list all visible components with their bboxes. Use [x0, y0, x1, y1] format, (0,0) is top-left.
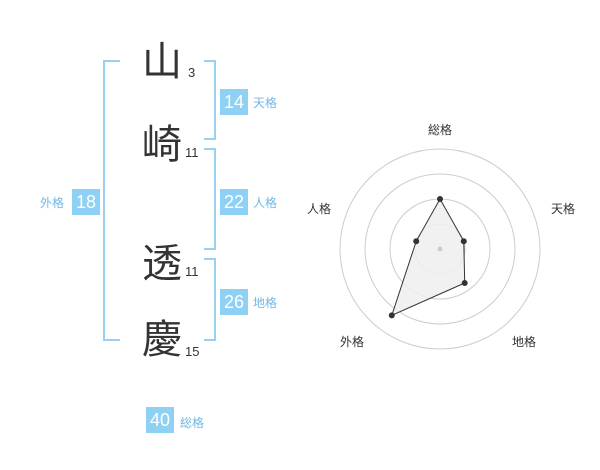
name-char-3: 透 — [142, 241, 182, 287]
radar-ring — [364, 173, 516, 325]
gaikaku-bracket — [103, 60, 120, 341]
radar-ring — [339, 148, 541, 350]
radar-series-polygon — [390, 197, 466, 317]
stroke-count-4: 15 — [185, 344, 200, 359]
radar-point-5 — [413, 238, 420, 245]
chikaku-bracket — [204, 258, 216, 341]
radar-axis-label-tenkaku: 天格 — [551, 202, 576, 216]
tenkaku-badge: 14 — [220, 89, 248, 115]
radar-axis-label-soukaku: 総格 — [428, 123, 453, 137]
radar-axis-label-gaikaku: 外格 — [340, 335, 365, 349]
gaikaku-label: 外格 — [40, 196, 65, 210]
stroke-count-2: 11 — [185, 145, 199, 160]
radar-point-2 — [460, 238, 467, 245]
soukaku-label: 総格 — [180, 416, 205, 430]
stroke-count-1: 3 — [188, 65, 196, 80]
radar-point-4 — [388, 312, 395, 319]
name-char-1: 山 — [142, 39, 182, 85]
jinkaku-badge: 22 — [220, 189, 248, 215]
jinkaku-bracket — [204, 148, 216, 250]
radar-center-dot — [437, 246, 443, 252]
name-char-4: 慶 — [142, 317, 182, 363]
gaikaku-badge: 18 — [72, 189, 100, 215]
chikaku-badge: 26 — [220, 289, 248, 315]
tenkaku-bracket — [204, 60, 216, 140]
radar-axis-label-chikaku: 地格 — [512, 335, 537, 349]
chikaku-label: 地格 — [253, 296, 278, 310]
jinkaku-label: 人格 — [253, 196, 278, 210]
tenkaku-label: 天格 — [253, 96, 278, 110]
stroke-count-3: 11 — [185, 264, 199, 279]
radar-point-1 — [437, 196, 443, 202]
radar-axis-label-jinkaku: 人格 — [307, 202, 332, 216]
name-char-2: 崎 — [142, 122, 182, 168]
soukaku-badge: 40 — [146, 407, 174, 433]
radar-point-3 — [461, 279, 468, 286]
